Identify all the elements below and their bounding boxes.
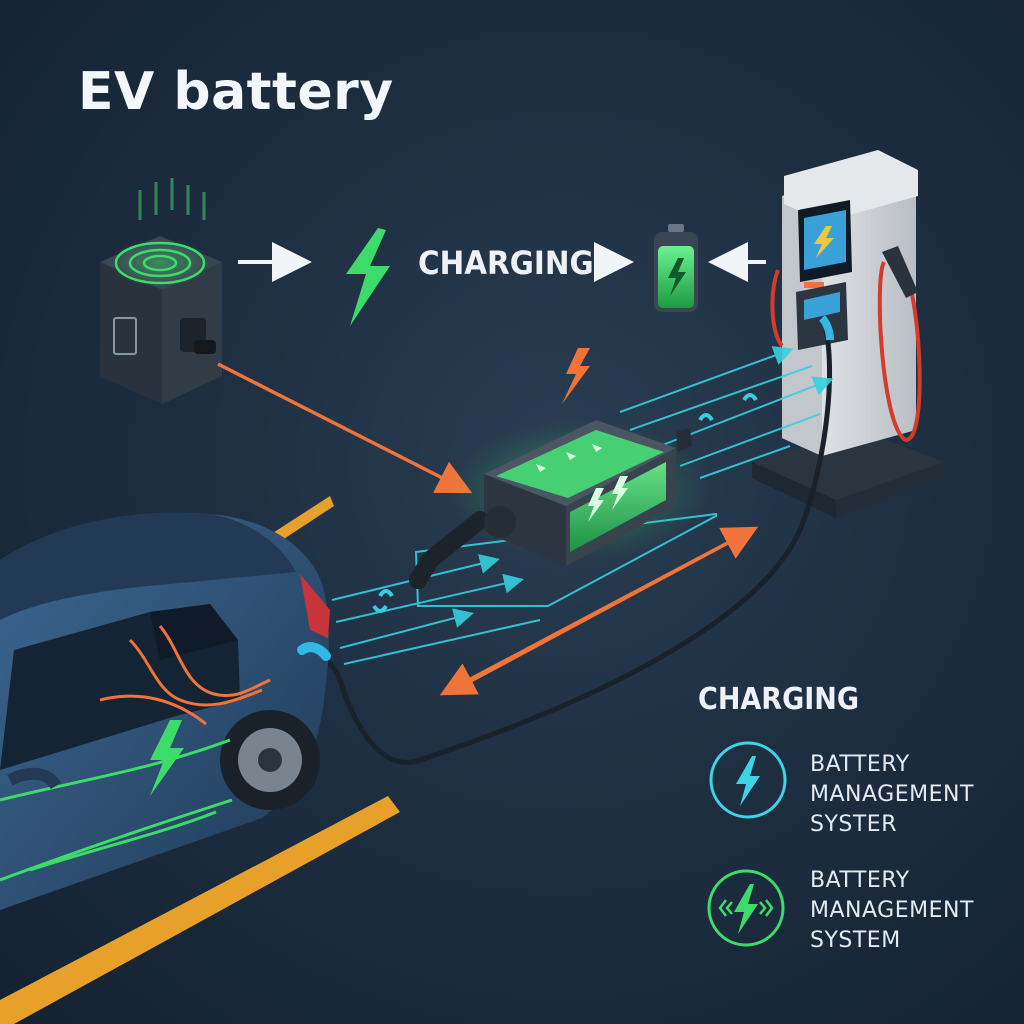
lightning-circle-icon bbox=[709, 741, 787, 819]
road-line-upper bbox=[262, 496, 334, 548]
page-title: EV battery bbox=[78, 62, 394, 122]
car-lightning-icon bbox=[150, 720, 184, 796]
legend-item-1-line-3: SYSTER bbox=[810, 812, 897, 837]
legend-item-2-line-3: SYSTEM bbox=[810, 928, 901, 953]
legend-item-2 bbox=[704, 866, 788, 954]
battery-module bbox=[409, 348, 710, 589]
green-lightning-icon bbox=[346, 228, 390, 326]
charging-station bbox=[752, 150, 944, 518]
wall-charger bbox=[100, 178, 222, 404]
lightning-waves-circle-icon bbox=[707, 869, 785, 947]
charging-flow-label: CHARGING bbox=[418, 244, 594, 282]
legend-item-2-text: BATTERY MANAGEMENT SYSTEM bbox=[810, 866, 974, 956]
legend-item-1-line-2: MANAGEMENT bbox=[810, 782, 974, 807]
orange-lightning-icon bbox=[562, 348, 590, 404]
electric-car bbox=[0, 512, 331, 910]
orange-arrow-charger bbox=[217, 362, 473, 494]
legend-heading: CHARGING bbox=[698, 682, 860, 717]
legend-item-1 bbox=[706, 738, 790, 826]
orange-arrow-back bbox=[439, 528, 753, 696]
station-connector bbox=[819, 315, 834, 341]
legend-item-1-line-1: BATTERY bbox=[810, 752, 910, 777]
current-nodes bbox=[372, 393, 758, 613]
legend-item-2-line-2: MANAGEMENT bbox=[810, 898, 974, 923]
charging-flow-text: CHARGING bbox=[418, 244, 594, 282]
legend-item-2-line-1: BATTERY bbox=[810, 868, 910, 893]
road-line-lower bbox=[0, 796, 400, 1024]
road-markings bbox=[0, 496, 400, 1024]
legend-item-1-text: BATTERY MANAGEMENT SYSTER bbox=[810, 750, 974, 840]
battery-icon bbox=[654, 224, 698, 312]
charging-cable bbox=[315, 329, 832, 765]
